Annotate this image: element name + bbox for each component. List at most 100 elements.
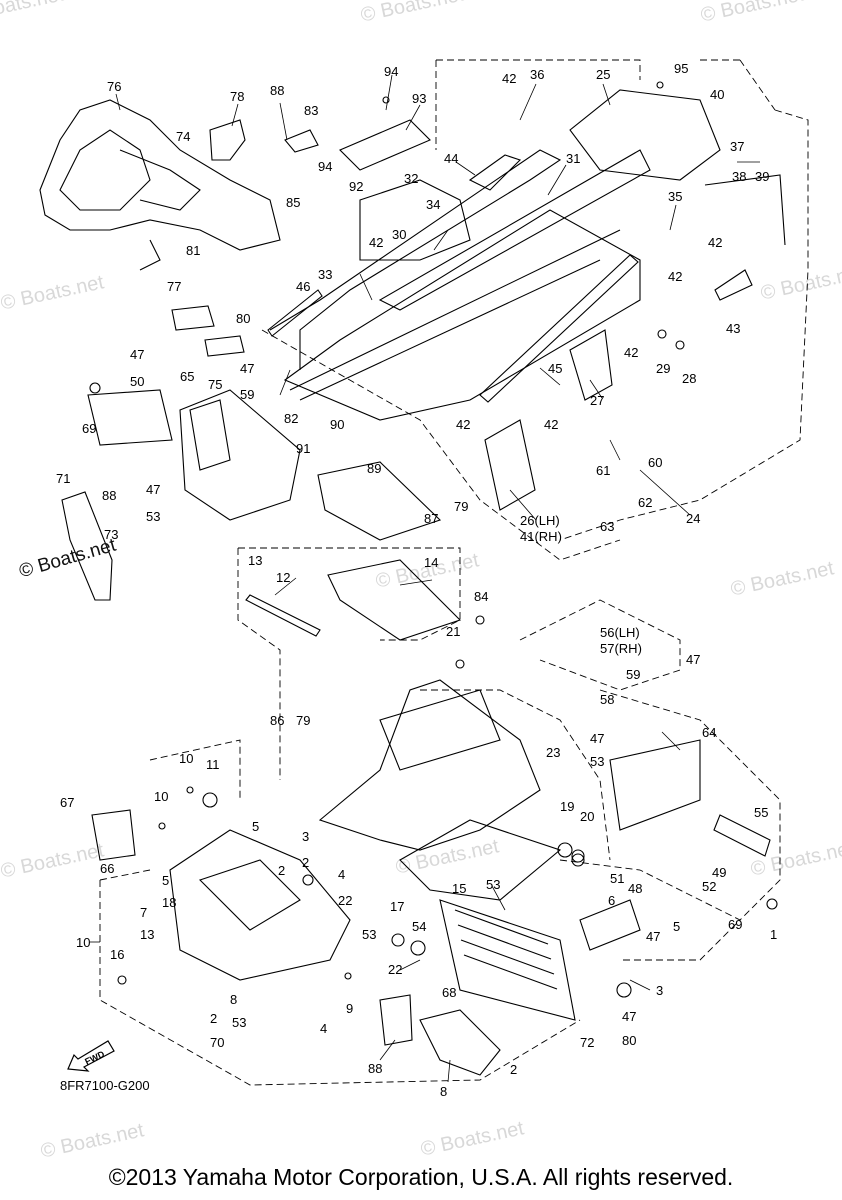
callout-number: 38: [732, 169, 747, 184]
callout-number: 42: [544, 417, 559, 432]
steering-mount-part: [179, 389, 301, 521]
mesh-part: [468, 154, 522, 191]
callout-number: 53: [232, 1015, 247, 1030]
callout-number: 75: [208, 377, 223, 392]
bracket-part: [484, 419, 536, 511]
callout-number: 29: [656, 361, 671, 376]
callout-number: 63: [600, 519, 615, 534]
callout-number: 41(RH): [520, 529, 562, 544]
callout-number: 4: [338, 867, 346, 882]
callout-number: 44: [444, 151, 459, 166]
callout-number: 50: [130, 374, 145, 389]
callout-number: 19: [560, 799, 575, 814]
callout-number: 10: [179, 751, 194, 766]
callout-number: 47: [130, 347, 145, 362]
tunnel-part: [269, 149, 651, 421]
callout-number: 8: [440, 1084, 448, 1099]
callout-number: 73: [104, 527, 119, 542]
callout-number: 24: [686, 511, 701, 526]
callout-number: 13: [140, 927, 155, 942]
main-frame-part: [318, 679, 562, 901]
callout-number: 23: [546, 745, 561, 760]
copyright-notice: ©2013 Yamaha Motor Corporation, U.S.A. A…: [108, 1164, 734, 1190]
callout-number: 95: [674, 61, 689, 76]
callout-number: 34: [426, 197, 441, 212]
callout-number: 7: [140, 905, 148, 920]
callout-number: 35: [668, 189, 683, 204]
plate-part: [339, 119, 431, 171]
callout-number: 70: [210, 1035, 225, 1050]
callout-number: 82: [284, 411, 299, 426]
callout-number: 25: [596, 67, 611, 82]
callout-number: 46: [296, 279, 311, 294]
callout-number: 2: [210, 1011, 218, 1026]
callout-number: 16: [110, 947, 125, 962]
callout-number: 36: [530, 67, 545, 82]
callout-number: 52: [702, 879, 717, 894]
callout-number: 33: [318, 267, 333, 282]
callout-number: 91: [296, 441, 311, 456]
heat-exchanger-bar: [479, 254, 639, 403]
callout-number: 92: [349, 179, 364, 194]
callout-number: 84: [474, 589, 489, 604]
callout-number: 40: [710, 87, 725, 102]
callout-number: 20: [580, 809, 595, 824]
callout-number: 77: [167, 279, 182, 294]
callout-number: 30: [392, 227, 407, 242]
callout-number: 10: [76, 935, 91, 950]
callout-number: 47: [146, 482, 161, 497]
bracket-part: [569, 329, 613, 401]
callout-number: 54: [412, 919, 427, 934]
forward-arrow-icon: FWD: [67, 1040, 115, 1072]
callout-number: 53: [362, 927, 377, 942]
bracket-part: [379, 994, 413, 1046]
callout-number: 79: [296, 713, 311, 728]
windshield-part: [39, 99, 281, 271]
callout-number: 10: [154, 789, 169, 804]
callout-number: 31: [566, 151, 581, 166]
callout-number: 80: [622, 1033, 637, 1048]
callout-number: 53: [146, 509, 161, 524]
callout-number: 51: [610, 871, 625, 886]
callout-number: 32: [404, 171, 419, 186]
callout-number: 89: [367, 461, 382, 476]
callout-number: 5: [673, 919, 681, 934]
callout-number: 88: [368, 1061, 383, 1076]
callout-number: 22: [338, 893, 353, 908]
callout-number: 42: [369, 235, 384, 250]
radiator-part: [439, 899, 576, 1021]
callout-number: 79: [454, 499, 469, 514]
tray-part: [327, 559, 462, 641]
callout-number: 48: [628, 881, 643, 896]
callout-number: 37: [730, 139, 745, 154]
callout-number: 68: [442, 985, 457, 1000]
small-plate-part: [284, 129, 319, 153]
callout-number: 58: [600, 692, 615, 707]
callout-number: 9: [346, 1001, 354, 1016]
front-frame-part: [169, 829, 351, 981]
callout-number: 55: [754, 805, 769, 820]
leader-lines: [90, 74, 760, 1083]
callout-number: 47: [590, 731, 605, 746]
callout-number: 69: [728, 917, 743, 932]
callout-number: 47: [622, 1009, 637, 1024]
bracket-part: [609, 739, 701, 831]
callout-number: 26(LH): [520, 513, 560, 528]
bracket-part: [91, 809, 136, 861]
callout-number: 76: [107, 79, 122, 94]
callout-number: 5: [252, 819, 260, 834]
callout-number: 66: [100, 861, 115, 876]
callout-number: 72: [580, 1035, 595, 1050]
callout-number: 22: [388, 962, 403, 977]
callout-number: 67: [60, 795, 75, 810]
callout-number: 80: [236, 311, 251, 326]
callout-number: 85: [286, 195, 301, 210]
callout-number: 87: [424, 511, 439, 526]
callout-number: 27: [590, 393, 605, 408]
callout-number: 56(LH): [600, 625, 640, 640]
callout-number: 8: [230, 992, 238, 1007]
callout-number: 17: [390, 899, 405, 914]
pad-part: [171, 305, 215, 331]
dashed-frame-group: [99, 59, 809, 1086]
